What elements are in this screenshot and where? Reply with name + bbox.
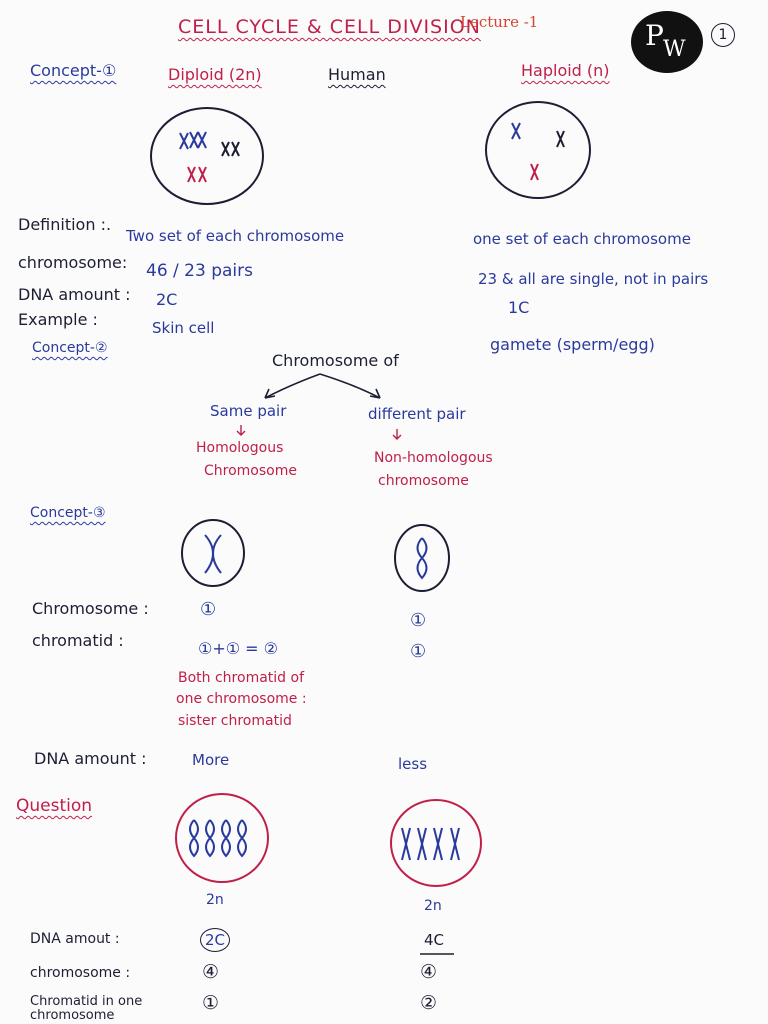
logo-letter-p: P bbox=[645, 19, 664, 52]
sister-note-line1: Both chromatid of bbox=[178, 670, 304, 686]
dna-diploid: 2C bbox=[156, 290, 178, 309]
logo-letter-w: W bbox=[663, 37, 686, 62]
concept3-right-cell bbox=[394, 524, 450, 592]
question-left-ploidy: 2n bbox=[206, 892, 224, 908]
nonhomologous-line1: Non-homologous bbox=[374, 450, 493, 466]
q-chromosome-left: ④ bbox=[202, 961, 220, 983]
chromosome-diploid: 46 / 23 pairs bbox=[146, 261, 253, 281]
c3-chromatid-label: chromatid : bbox=[32, 631, 124, 650]
same-pair-branch: Same pair bbox=[210, 402, 287, 420]
example-haploid: gamete (sperm/egg) bbox=[490, 335, 655, 354]
sister-note-line3: sister chromatid bbox=[178, 713, 292, 729]
q-chromosome-label: chromosome : bbox=[30, 965, 131, 981]
chromosome-label: chromosome: bbox=[18, 253, 128, 272]
homologous-line2: Chromosome bbox=[204, 463, 297, 479]
c3-chromosome-right: ① bbox=[410, 610, 427, 631]
c3-chromatid-left: ①+① = ② bbox=[198, 639, 279, 658]
def-haploid: one set of each chromosome bbox=[473, 230, 691, 248]
diploid-heading: Diploid (2n) bbox=[168, 65, 262, 84]
concept3-label: Concept-③ bbox=[30, 505, 106, 521]
q-chromatid-left: ① bbox=[202, 992, 220, 1014]
c3-chromatid-right: ① bbox=[410, 641, 427, 662]
example-label: Example : bbox=[18, 310, 98, 329]
chromosome-tree-lines bbox=[264, 373, 381, 399]
page-title: CELL CYCLE & CELL DIVISION bbox=[178, 16, 481, 38]
diploid-cell bbox=[150, 107, 264, 205]
q-dna-right: 4C bbox=[424, 931, 445, 949]
def-diploid: Two set of each chromosome bbox=[126, 227, 345, 245]
concept3-left-cell bbox=[181, 519, 245, 587]
different-pair-branch: different pair bbox=[368, 405, 466, 423]
lecture-label: Lecture -1 bbox=[460, 13, 539, 31]
concept2-label: Concept-② bbox=[32, 340, 108, 356]
question-right-ploidy: 2n bbox=[424, 898, 442, 914]
def-label: Definition :. bbox=[18, 215, 112, 234]
c3-dna-right: less bbox=[398, 755, 428, 773]
chromosome-haploid: 23 & all are single, not in pairs bbox=[478, 270, 709, 288]
q-chromatid-right: ② bbox=[420, 992, 438, 1014]
haploid-heading: Haploid (n) bbox=[521, 61, 610, 80]
human-heading: Human bbox=[328, 65, 386, 84]
homologous-line1: Homologous bbox=[196, 440, 284, 456]
dna-haploid: 1C bbox=[508, 298, 530, 317]
haploid-cell bbox=[485, 101, 591, 199]
c3-chromosome-left: ① bbox=[200, 599, 217, 620]
question-left-cell bbox=[175, 793, 269, 883]
concept1-label: Concept-① bbox=[30, 61, 117, 80]
q-dna-label: DNA amout : bbox=[30, 931, 120, 947]
c3-dna-left: More bbox=[192, 751, 230, 769]
q-chromatid-label: Chromatid in one chromosome bbox=[30, 994, 143, 1023]
q-dna-left: 2C bbox=[200, 928, 230, 952]
pw-logo: P W bbox=[631, 11, 703, 73]
page-number-circle: 1 bbox=[711, 23, 735, 47]
sister-note-line2: one chromosome : bbox=[176, 691, 307, 707]
chromosome-of-root: Chromosome of bbox=[272, 351, 399, 370]
result-arrows bbox=[236, 425, 402, 440]
example-diploid: Skin cell bbox=[152, 319, 215, 337]
c3-chromosome-label: Chromosome : bbox=[32, 599, 149, 618]
c3-dna-label: DNA amount : bbox=[34, 749, 147, 768]
q-chromosome-right: ④ bbox=[420, 961, 438, 983]
question-right-cell bbox=[390, 799, 482, 887]
dna-label: DNA amount : bbox=[18, 285, 131, 304]
question-label: Question bbox=[16, 796, 93, 816]
nonhomologous-line2: chromosome bbox=[378, 473, 469, 489]
